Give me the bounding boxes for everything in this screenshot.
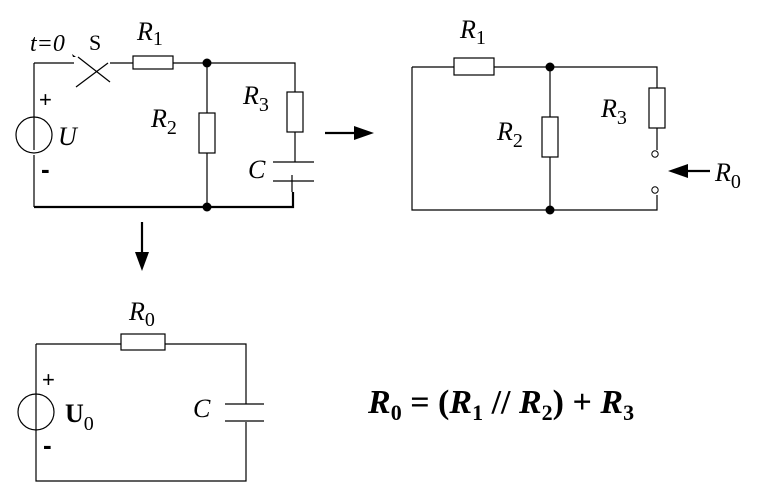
arrow-left-icon <box>668 164 710 178</box>
terminal-top <box>651 150 659 158</box>
r0-label: R0 <box>128 297 155 331</box>
resistor-r3 <box>648 87 666 129</box>
capacitor <box>273 161 314 192</box>
voltage-source <box>15 116 53 154</box>
r1-label: R1 <box>136 17 163 50</box>
source-plus: + <box>42 367 55 392</box>
equivalent-resistance-formula: R0 = (R1 // R2) + R3 <box>367 384 634 425</box>
source-plus: + <box>39 87 52 112</box>
terminal-bottom <box>651 186 659 194</box>
thevenin-circuit: R0 + - U0 C <box>17 297 266 482</box>
r2-label: R2 <box>150 104 177 139</box>
source-minus: - <box>41 154 50 184</box>
r2-label: R2 <box>496 117 523 152</box>
voltage-source <box>17 393 55 431</box>
r1-label: R1 <box>459 15 486 49</box>
wire-top-right <box>173 62 296 92</box>
r0-label: R0 <box>714 158 741 193</box>
wire-bottom <box>34 192 295 209</box>
resistor-r0 <box>120 333 166 351</box>
wire-loop <box>35 343 247 482</box>
source-label: U <box>58 122 79 151</box>
wire-left <box>411 67 658 211</box>
switch <box>72 54 111 88</box>
resistance-circuit: R1 R2 R3 R0 <box>411 15 741 215</box>
arrow-right-icon <box>325 126 374 140</box>
arrow-down-icon <box>135 222 149 271</box>
wire-top <box>412 66 658 88</box>
resistor-r2 <box>198 112 216 154</box>
source-minus: - <box>43 430 52 460</box>
resistor-r1 <box>132 55 174 70</box>
r3-label: R3 <box>600 94 627 129</box>
original-circuit: t=0 S R1 R2 R3 C + - U <box>15 17 314 212</box>
resistor-r3 <box>286 91 304 133</box>
resistor-r2 <box>541 116 559 158</box>
junction-node-bottom <box>202 202 212 212</box>
r3-label: R3 <box>242 81 269 116</box>
switch-time-label: t=0 <box>30 31 65 57</box>
cap-label: C <box>193 394 211 423</box>
switch-label: S <box>89 30 101 55</box>
junction-node-bottom <box>545 205 555 215</box>
capacitor <box>225 403 264 422</box>
source-label: U0 <box>65 399 94 435</box>
resistor-r1 <box>453 57 495 76</box>
cap-label: C <box>248 155 266 184</box>
